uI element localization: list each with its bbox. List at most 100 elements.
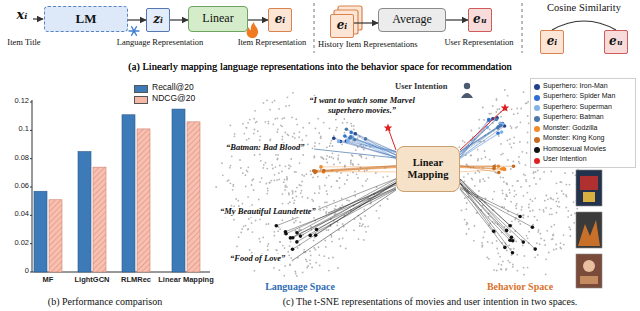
input-arrow (33, 18, 43, 19)
scatter-point (500, 154, 502, 156)
scatter-point (474, 185, 476, 187)
legend-swatch (534, 147, 540, 153)
scatter-point (522, 151, 524, 153)
star-marker (501, 104, 510, 112)
scatter-point (249, 119, 251, 121)
scatter-point (358, 238, 360, 240)
scatter-point (324, 240, 326, 242)
scatter-point (566, 184, 568, 186)
scatter-point (355, 149, 357, 151)
scatter-point (314, 142, 316, 144)
scatter-point (476, 212, 478, 214)
vector-box: zᵢ (146, 8, 170, 32)
scatter-point (288, 254, 290, 256)
scatter-point (285, 105, 287, 107)
scatter-point (496, 99, 498, 101)
category-point (518, 215, 522, 219)
scatter-point (468, 228, 470, 230)
scatter-point (511, 108, 513, 110)
scatter-point (527, 115, 529, 117)
scatter-point (563, 234, 565, 236)
scatter-point (482, 237, 484, 239)
scatter-point (359, 223, 361, 225)
scatter-point (506, 183, 508, 185)
mapping-line (460, 183, 523, 243)
scatter-point (491, 242, 493, 244)
scatter-point (573, 222, 575, 224)
scatter-point (348, 200, 350, 202)
scatter-point (326, 193, 328, 195)
scatter-point (559, 247, 561, 249)
scatter-point (331, 140, 333, 142)
scatter-point (248, 138, 250, 140)
scatter-point (294, 271, 296, 273)
legend-text: User Intention (543, 155, 587, 163)
decor-shape (576, 254, 602, 288)
scatter-point (321, 156, 323, 158)
scatter-point (482, 178, 484, 180)
intention-line (460, 108, 505, 150)
scatter-point (331, 236, 333, 238)
scatter-point (527, 131, 529, 133)
scatter-point (310, 174, 312, 176)
scatter-point (536, 242, 538, 244)
node-text: zᵢ (153, 13, 163, 26)
scatter-point (259, 219, 261, 221)
scatter-point (520, 186, 522, 188)
scatter-point (532, 210, 534, 212)
scatter-point (507, 95, 509, 97)
scatter-point (347, 174, 349, 176)
scatter-point (484, 150, 486, 152)
scatter-point (466, 233, 468, 235)
scatter-point (561, 181, 563, 183)
scatter-point (513, 136, 515, 138)
scatter-point (482, 244, 484, 246)
scatter-point (298, 136, 300, 138)
mapping-box: Linear Mapping (396, 146, 460, 192)
scatter-point (299, 162, 301, 164)
category-point (353, 138, 357, 142)
scatter-point (342, 237, 344, 239)
scatter-point (259, 154, 261, 156)
scatter-point (292, 193, 294, 195)
scatter-point (323, 209, 325, 211)
category-point (500, 167, 504, 171)
scatter-point (303, 175, 305, 177)
scatter-point (287, 133, 289, 135)
scatter-point (245, 174, 247, 176)
scatter-point (255, 122, 257, 124)
category-point (295, 240, 299, 244)
vector-box: eᵢ (268, 8, 292, 32)
scatter-point (549, 213, 551, 215)
scatter-point (317, 176, 319, 178)
scatter-point (242, 203, 244, 205)
scatter-point (282, 136, 284, 138)
scatter-point (533, 171, 535, 173)
scatter-point (507, 260, 509, 262)
scatter-point (507, 139, 509, 141)
scatter-point (520, 121, 522, 123)
scatter-point (553, 224, 555, 226)
scatter-point (285, 184, 287, 186)
scatter-point (473, 240, 475, 242)
mapping-line (315, 166, 396, 172)
scatter-point (268, 121, 270, 123)
scatter-point (363, 239, 365, 241)
recall-bar (78, 152, 91, 272)
scatter-point (569, 226, 571, 228)
scatter-point (245, 186, 247, 188)
tick-label: 0.12 (14, 97, 29, 106)
scatter-point (364, 226, 366, 228)
scatter-point (339, 187, 341, 189)
scatter-point (267, 190, 269, 192)
scatter-point (539, 178, 541, 180)
scatter-point (326, 146, 328, 148)
scatter-point (376, 210, 378, 212)
scatter-point (462, 140, 464, 142)
scatter-point (294, 171, 296, 173)
category-point (511, 251, 515, 255)
scatter-point (375, 172, 377, 174)
intention-line (388, 128, 396, 150)
mapping-line (351, 137, 396, 155)
scatter-point (521, 209, 523, 211)
